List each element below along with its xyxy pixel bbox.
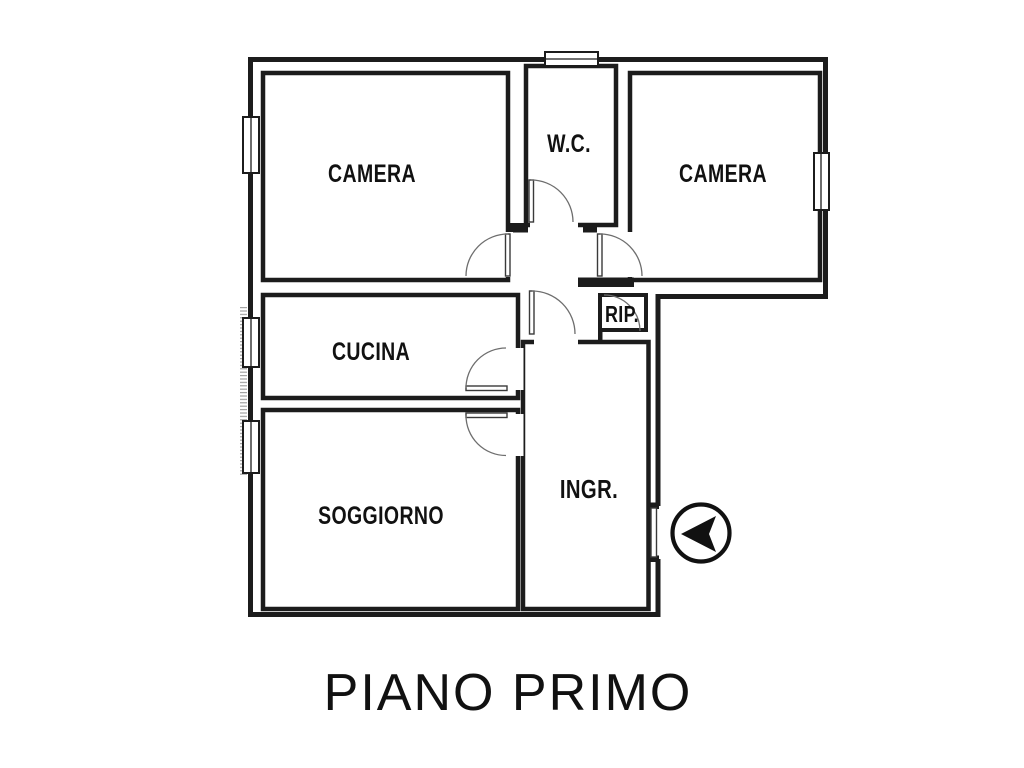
- room-label-camera-2: CAMERA: [679, 160, 767, 188]
- door-soggiorno: [465, 412, 508, 457]
- door-wc: [528, 179, 574, 223]
- room-ingresso: [520, 339, 651, 612]
- room-camera-1: [260, 70, 511, 283]
- door-camera-1: [465, 233, 511, 277]
- opening-cucina: [512, 348, 524, 390]
- door-rip: [603, 294, 641, 332]
- window-camera-1: [242, 116, 260, 174]
- wall-stub-hall-right: [583, 223, 597, 233]
- exterior-walls: [248, 57, 828, 617]
- entrance-jamb-bottom: [648, 555, 659, 562]
- wall-rip-corridor: [598, 328, 603, 344]
- window-cucina: [242, 317, 260, 368]
- room-cucina: [260, 292, 521, 401]
- room-label-ingresso: INGR.: [560, 475, 618, 504]
- door-camera-2: [596, 233, 643, 277]
- door-cucina: [465, 347, 508, 392]
- room-label-rip: RIP.: [605, 302, 639, 328]
- floor-title: PIANO PRIMO: [324, 664, 693, 722]
- room-label-camera-1: CAMERA: [328, 160, 416, 188]
- window-soggiorno: [242, 420, 260, 474]
- entrance-arrow-icon: [670, 502, 732, 564]
- room-soggiorno: [260, 407, 521, 612]
- opening-camera-2: [624, 232, 636, 277]
- wall-stub-hall-left: [507, 223, 528, 233]
- window-camera-2: [813, 152, 830, 211]
- opening-ingresso: [534, 336, 578, 348]
- room-label-cucina: CUCINA: [332, 338, 410, 366]
- window-wc: [544, 51, 599, 67]
- room-label-wc: W.C.: [547, 130, 591, 158]
- door-ingresso-hall: [528, 290, 576, 335]
- room-label-soggiorno: SOGGIORNO: [318, 502, 444, 530]
- entrance-door-leaf: [650, 507, 658, 558]
- entrance-jamb-top: [648, 502, 659, 509]
- hatch-texture: [240, 307, 248, 477]
- opening-soggiorno: [512, 414, 524, 456]
- wall-hall-bottom: [578, 277, 634, 287]
- opening-wc: [530, 219, 578, 231]
